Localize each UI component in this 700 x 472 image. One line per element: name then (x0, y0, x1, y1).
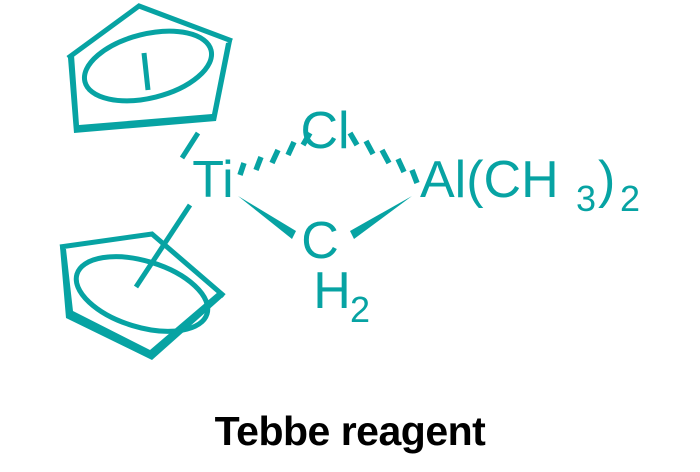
bond-ti-cp-lower (133, 203, 193, 289)
atom-label-methyl-subscript: 3 (576, 178, 596, 219)
cp-lower-aromatic-ellipse (73, 254, 211, 334)
atom-label-h-subscript: 2 (350, 289, 370, 330)
bond-ti-cl-hashed (237, 131, 313, 176)
atom-label-h2: H 2 (313, 262, 370, 330)
atom-label-close-paren: ) (598, 151, 615, 209)
bond-ti-c-wedge (238, 196, 296, 239)
atom-label-c: C (301, 212, 339, 270)
atom-label-ti: Ti (192, 151, 233, 209)
bond-cl-al-hashed (347, 131, 420, 184)
atom-label-methylcount-subscript: 2 (620, 178, 640, 219)
bond-ti-cp-upper (179, 131, 201, 160)
atom-label-cl: Cl (300, 102, 349, 160)
cp-lower-edge-thin (59, 231, 226, 298)
cp-upper-centroid-tick (141, 52, 151, 91)
atom-label-h: H (313, 262, 351, 320)
figure-caption: Tebbe reagent (214, 408, 486, 454)
cp-upper-pentagon (66, 3, 233, 133)
cp-upper-edge-thin (66, 3, 233, 61)
cp-upper-aromatic-ellipse (81, 28, 215, 104)
cyclopentadienyl-upper-ligand (66, 3, 233, 160)
bond-c-al-wedge (350, 196, 412, 239)
cyclopentadienyl-lower-ligand (59, 203, 226, 360)
atom-label-al-group: Al(CH (420, 151, 559, 209)
atom-label-almethyl-group: Al(CH 3 ) 2 (420, 151, 640, 219)
